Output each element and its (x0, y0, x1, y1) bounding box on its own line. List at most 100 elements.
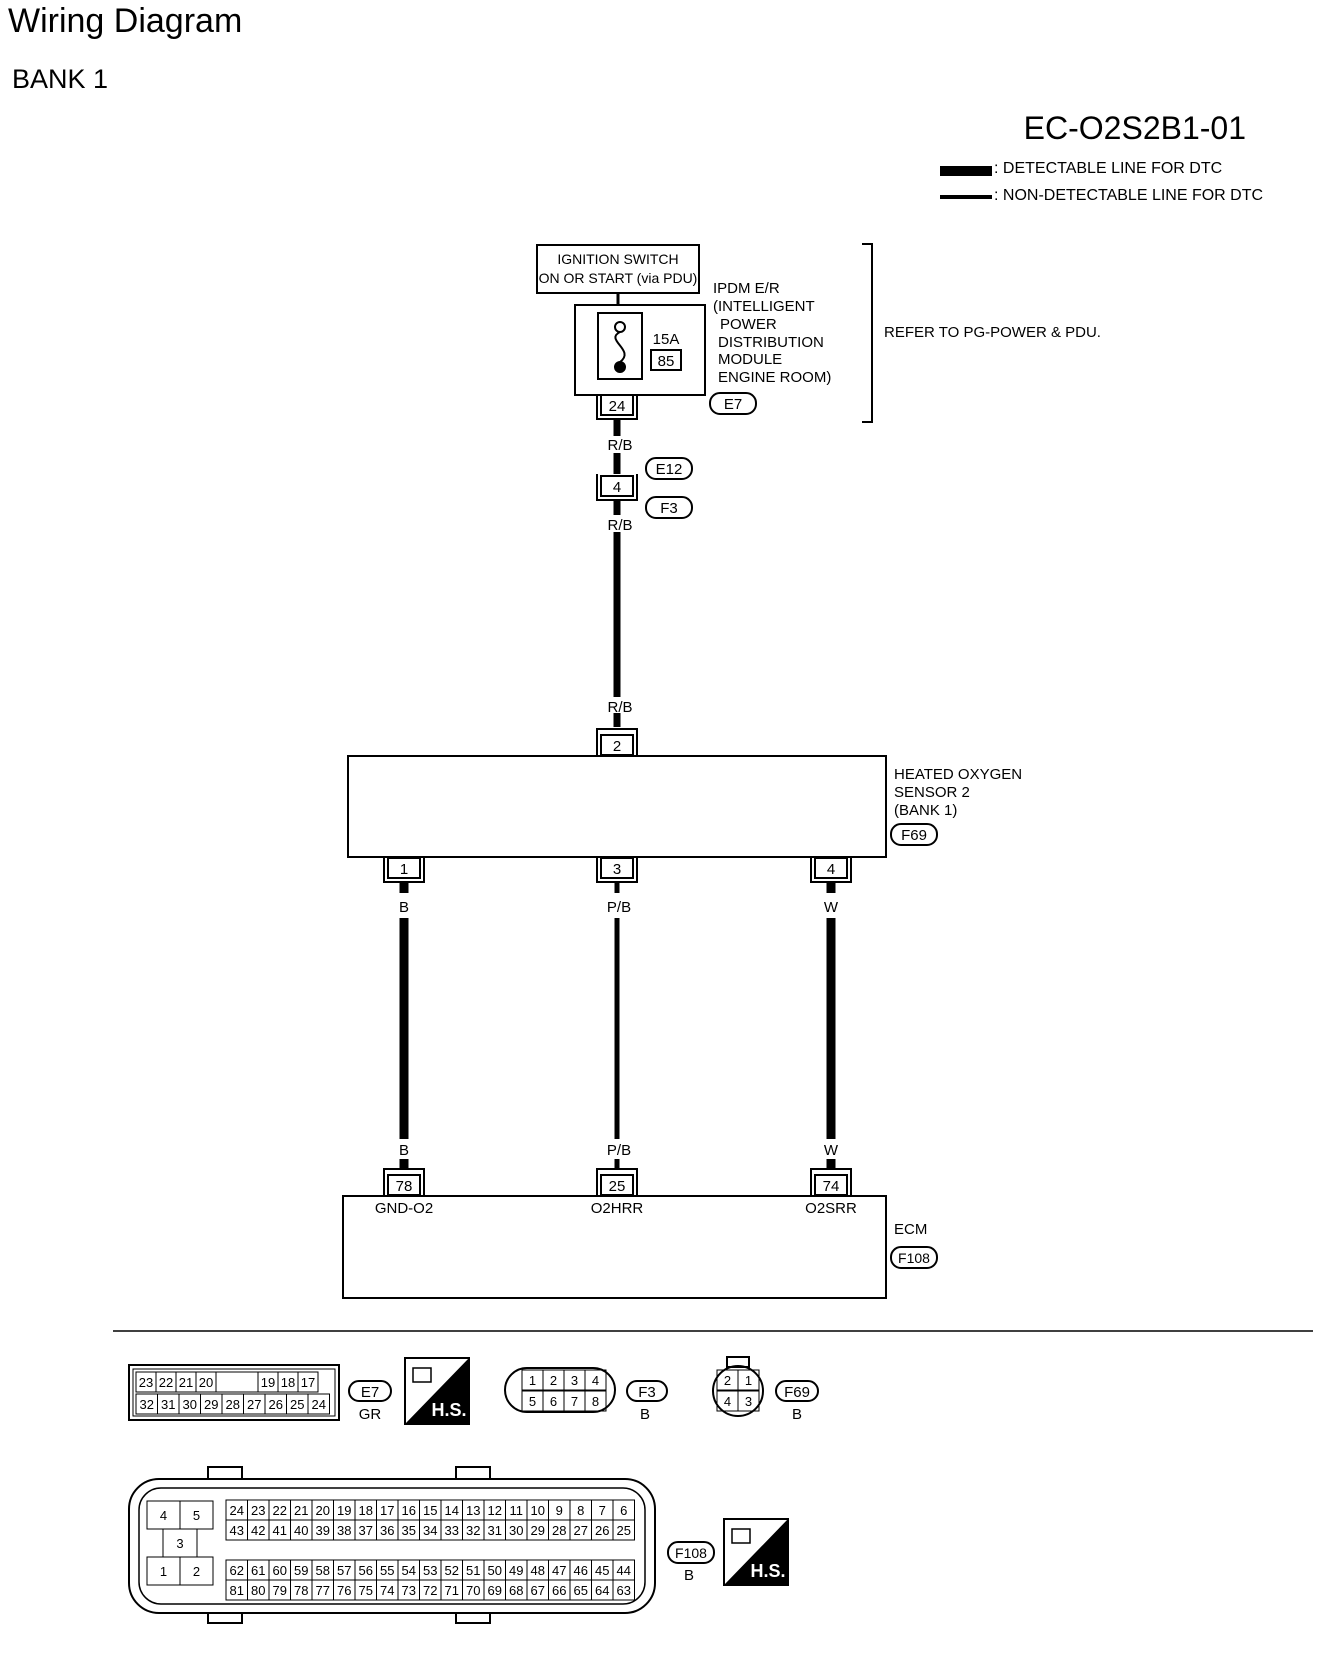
f108-pin-22: 22 (273, 1503, 287, 1518)
e7-pin-17-cell (297, 1371, 319, 1393)
f108-pin-33: 33 (445, 1523, 459, 1538)
f108-pin-65: 65 (574, 1583, 588, 1598)
f108-pin-36: 36 (380, 1523, 394, 1538)
f108-pin-12: 12 (488, 1503, 502, 1518)
f69-view-tag (775, 1380, 819, 1402)
f108-pin-42: 42 (251, 1523, 265, 1538)
f108-pin-71: 71 (445, 1583, 459, 1598)
f108-pin-57: 57 (337, 1563, 351, 1578)
f3-pin-7: 7 (571, 1394, 578, 1409)
e7-pin-21: 21 (179, 1375, 193, 1390)
ecm-signal-o2hrr: O2HRR (591, 1200, 644, 1217)
ecm-terminal-74-number: 74 (823, 1178, 840, 1195)
f108-pin-52: 52 (445, 1563, 459, 1578)
sensor-terminal-1 (387, 857, 421, 879)
wire-label-pb-bottom: P/B (607, 1142, 631, 1159)
e7-connector-inner (132, 1368, 336, 1417)
e7-pin-20: 20 (199, 1375, 213, 1390)
f108-pin-10: 10 (531, 1503, 545, 1518)
sensor-terminal-4-number: 4 (827, 861, 835, 878)
sensor-name-line-2: (BANK 1) (894, 802, 957, 819)
f108-pin-73: 73 (402, 1583, 416, 1598)
f108-pin-64: 64 (595, 1583, 609, 1598)
f69-latch (726, 1356, 750, 1368)
f3-pin-3: 3 (571, 1373, 578, 1388)
ipdm-line-4: MODULE (718, 351, 782, 368)
ipdm-box (574, 304, 706, 396)
fuse-element (614, 331, 626, 363)
f108-connector-inner (138, 1487, 646, 1605)
ecm-connector-tag (890, 1246, 938, 1269)
f69-pin-3: 3 (745, 1394, 752, 1409)
e7-pin-30: 30 (183, 1397, 197, 1412)
f108-pin-27: 27 (574, 1523, 588, 1538)
e7-pin-26: 26 (269, 1397, 283, 1412)
bank-subtitle: BANK 1 (12, 64, 109, 94)
ecm-terminal-78-housing (383, 1168, 425, 1195)
f69-pin-4: 4 (724, 1394, 731, 1409)
f3-view-id: F3 (638, 1384, 656, 1401)
f69-pin-1: 1 (745, 1373, 752, 1388)
wire-label-b-top: B (399, 899, 409, 916)
legend-detectable-label: : DETECTABLE LINE FOR DTC (994, 160, 1223, 177)
wire-label-rb-sensor: R/B (607, 699, 632, 716)
hs-icon-e7: H.S. (404, 1357, 470, 1425)
hs-label-f108: H.S. (750, 1561, 785, 1581)
f108-pin-70: 70 (466, 1583, 480, 1598)
f108-pin-40: 40 (294, 1523, 308, 1538)
f3-pin-5: 5 (529, 1394, 536, 1409)
e7-pin-24: 24 (312, 1397, 326, 1412)
f108-pin-1: 1 (160, 1564, 167, 1579)
sensor-connector-tag (890, 823, 938, 846)
f108-pin-72: 72 (423, 1583, 437, 1598)
fuse-number: 85 (658, 353, 675, 370)
f108-pin-38: 38 (337, 1523, 351, 1538)
f108-pin-15: 15 (423, 1503, 437, 1518)
f108-pin-78: 78 (294, 1583, 308, 1598)
f108-pin-80: 80 (251, 1583, 265, 1598)
sensor-connector-id: F69 (901, 827, 927, 844)
f108-pin-43: 43 (230, 1523, 244, 1538)
f3-pin-8-cell (584, 1390, 607, 1412)
f108-pin-21: 21 (294, 1503, 308, 1518)
f108-pin-5: 5 (193, 1508, 200, 1523)
f108-pin-18: 18 (359, 1503, 373, 1518)
f108-pin-19: 19 (337, 1503, 351, 1518)
e7-pin-22: 22 (159, 1375, 173, 1390)
f108-latch-left (207, 1466, 243, 1480)
fuse-terminal-top (614, 321, 626, 333)
f3-pin-1: 1 (529, 1373, 536, 1388)
sensor-name-line-0: HEATED OXYGEN (894, 766, 1022, 783)
fuse-holder (597, 312, 643, 380)
e7-pin-19: 19 (261, 1375, 275, 1390)
fuse-terminal-bottom (614, 361, 626, 373)
f108-pin-81: 81 (230, 1583, 244, 1598)
f108-pin-28: 28 (552, 1523, 566, 1538)
e7-view-id: E7 (361, 1384, 379, 1401)
ipdm-line-3: DISTRIBUTION (718, 334, 824, 351)
f108-pin-4: 4 (160, 1508, 167, 1523)
f108-connector-face (128, 1478, 656, 1614)
ecm-terminal-78-number: 78 (396, 1178, 413, 1195)
e7-view-color: GR (359, 1406, 382, 1423)
wire-label-rb-mid: R/B (607, 517, 632, 534)
ecm-name: ECM (894, 1221, 927, 1238)
f108-pin-44: 44 (617, 1563, 631, 1578)
f69-view-id: F69 (784, 1384, 810, 1401)
sensor-name: HEATED OXYGEN SENSOR 2 (BANK 1) (894, 766, 1022, 819)
wire-label-pb-top: P/B (607, 899, 631, 916)
wire-label-rb-top: R/B (607, 437, 632, 454)
f108-pin-30: 30 (509, 1523, 523, 1538)
ipdm-line-2: POWER (720, 316, 777, 333)
joint-connector-upper-id: E12 (656, 461, 683, 478)
refer-note: REFER TO PG-POWER & PDU. (884, 324, 1101, 341)
f108-pin-67: 67 (531, 1583, 545, 1598)
f108-pin-45: 45 (595, 1563, 609, 1578)
f108-pin-17: 17 (380, 1503, 394, 1518)
f108-pin-56: 56 (359, 1563, 373, 1578)
f108-pin-60: 60 (273, 1563, 287, 1578)
ecm-signal-o2srr: O2SRR (805, 1200, 857, 1217)
legend-thick-line (940, 166, 992, 176)
f108-pin-11: 11 (510, 1503, 524, 1518)
